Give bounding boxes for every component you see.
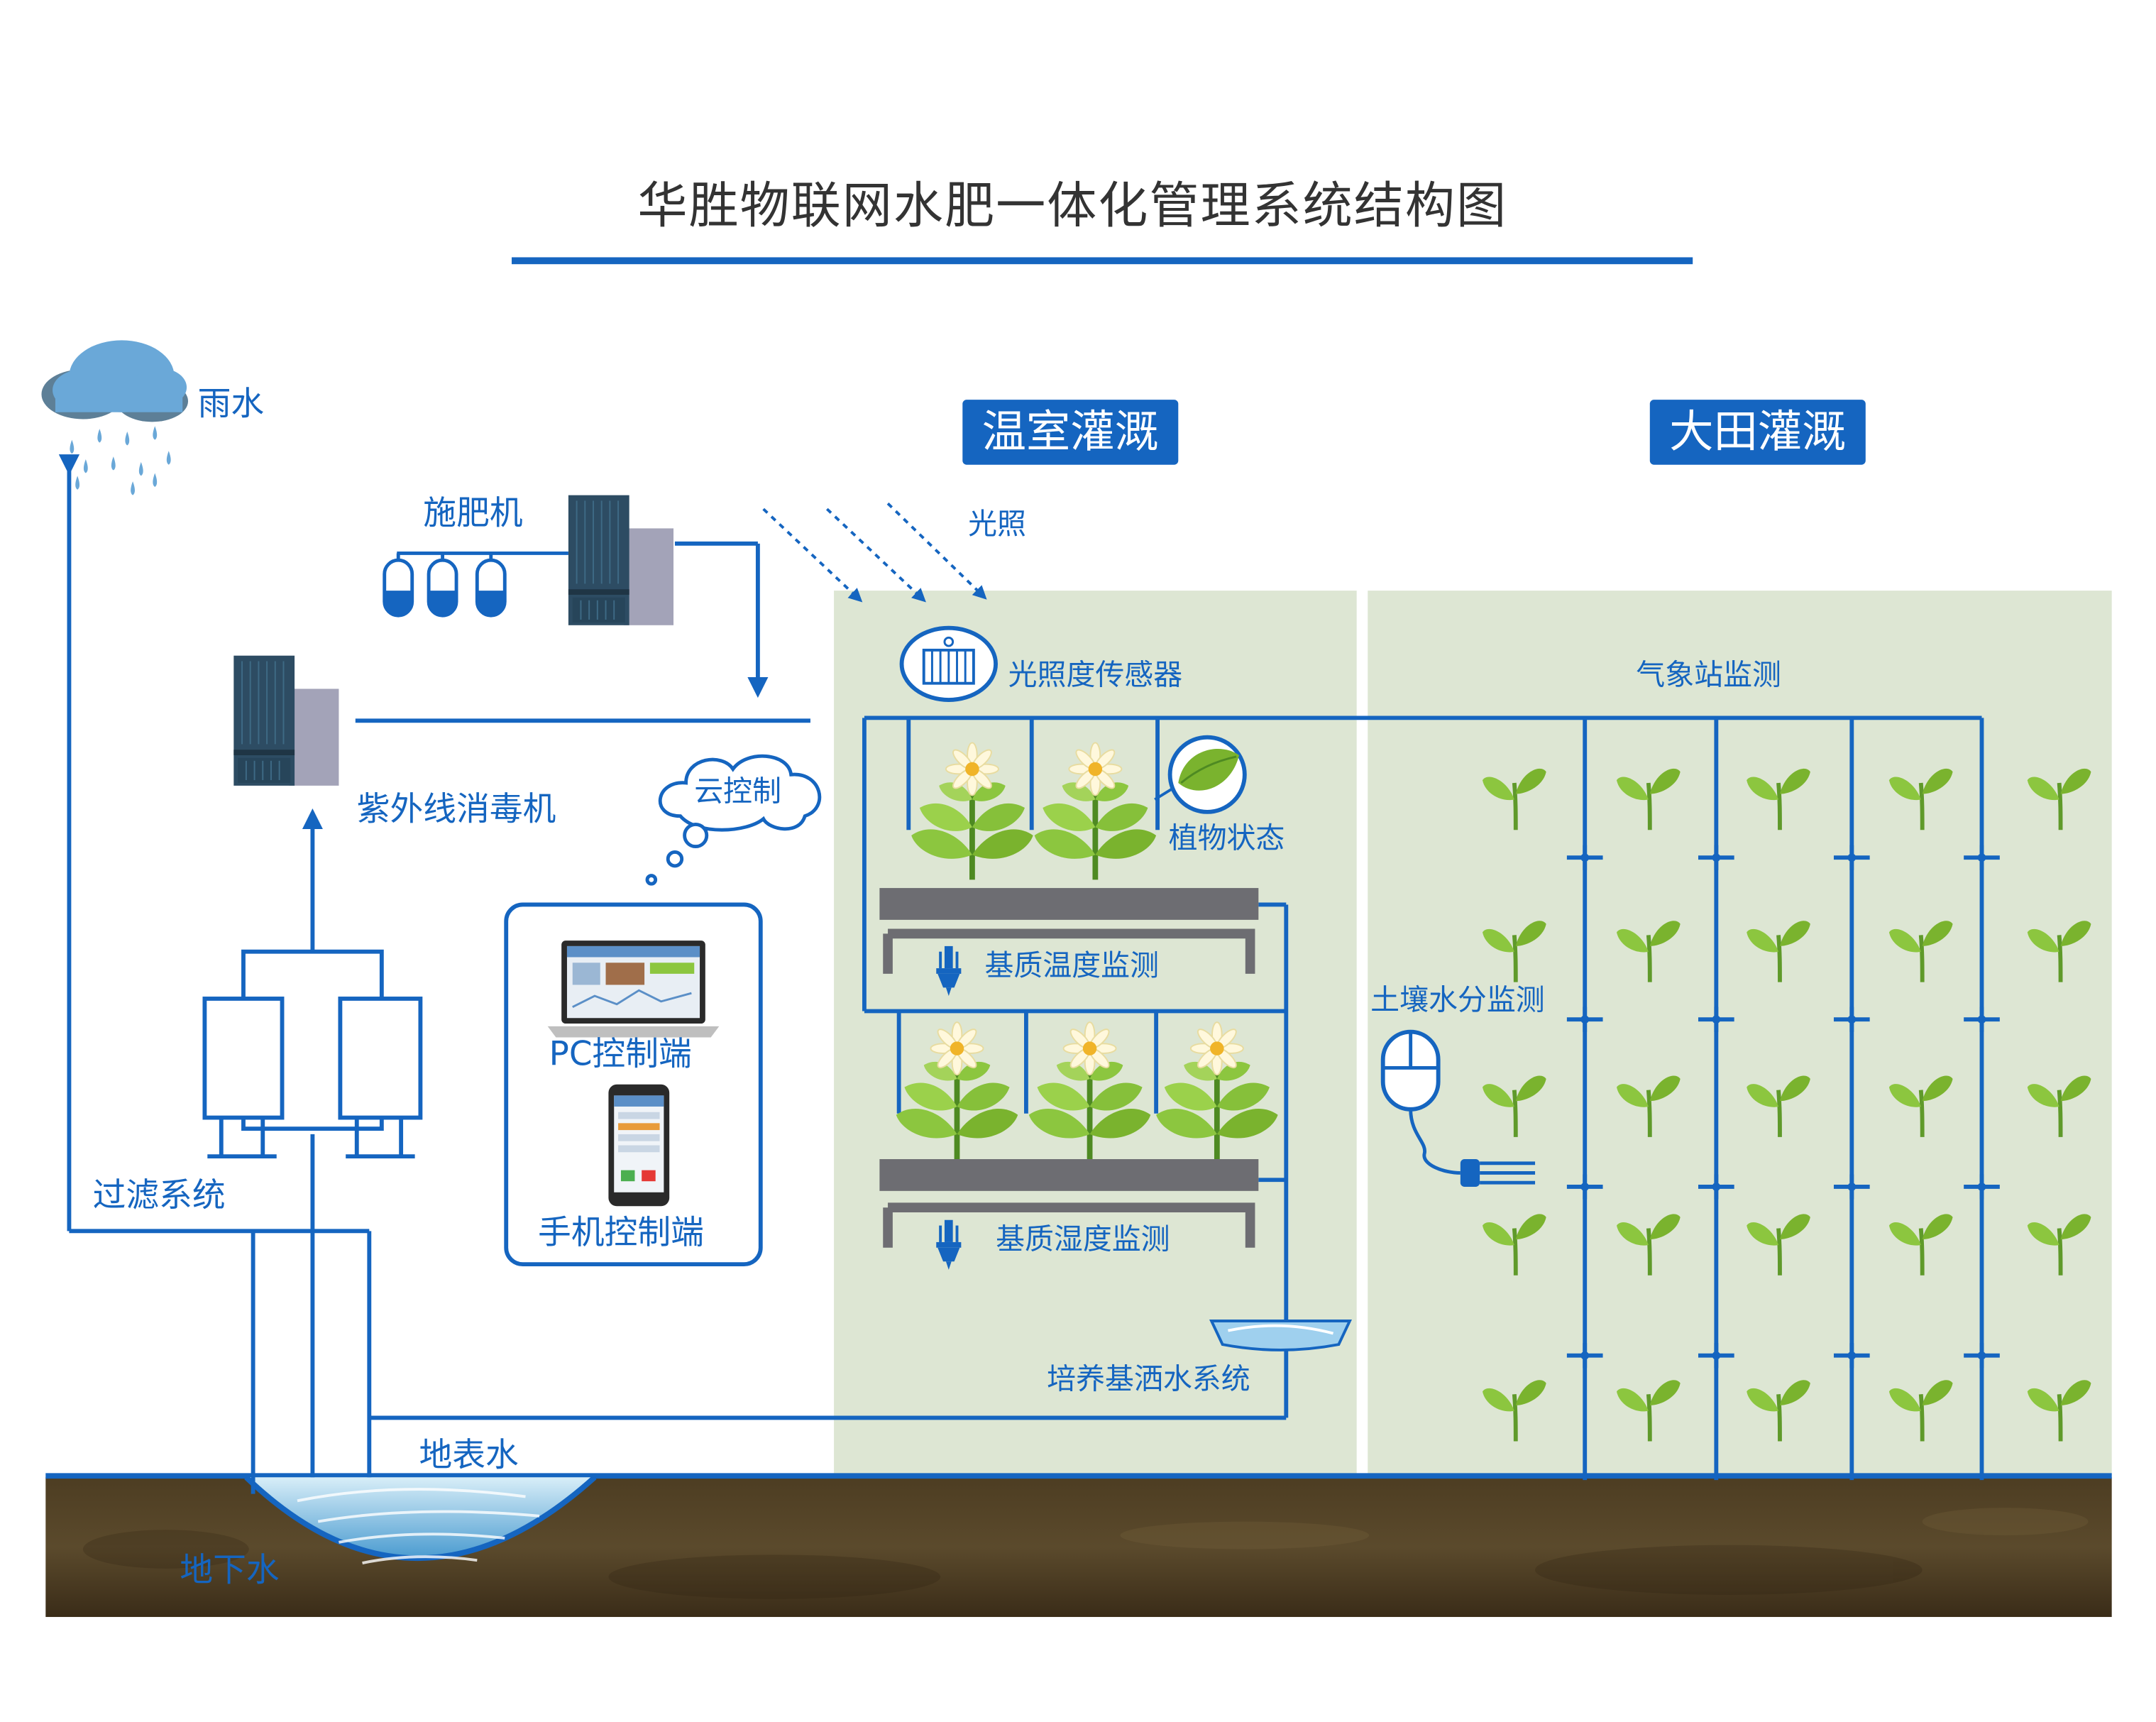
label-plant-status: 植物状态 xyxy=(1168,821,1285,855)
light-rays xyxy=(762,502,987,603)
uv-machine-icon xyxy=(233,654,340,786)
sprinkler-tray-icon xyxy=(1209,1320,1353,1351)
field-panel xyxy=(1368,591,2112,1476)
zone-field-badge: 大田灌溉 xyxy=(1649,400,1866,465)
leaf-icon xyxy=(1167,735,1247,814)
grow-bed-upper xyxy=(879,888,1259,974)
label-light: 光照 xyxy=(968,508,1026,541)
grow-bed-lower xyxy=(879,1159,1259,1248)
light-sensor-icon xyxy=(899,625,998,702)
label-soil-moisture: 土壤水分监测 xyxy=(1370,983,1545,1017)
fertilizer-tank-icon xyxy=(385,560,505,615)
phone-icon xyxy=(608,1084,670,1207)
rain-cloud-icon xyxy=(41,340,189,495)
label-substrate-sprinkler: 培养基洒水系统 xyxy=(1047,1362,1250,1396)
label-rain: 雨水 xyxy=(197,384,265,424)
soil-sensor-icon xyxy=(1380,1029,1536,1187)
zone-greenhouse-badge: 温室灌溉 xyxy=(962,400,1179,465)
filter-icon xyxy=(202,997,423,1159)
label-filter: 过滤系统 xyxy=(92,1175,226,1214)
label-pc: PC控制端 xyxy=(549,1034,692,1074)
label-phone: 手机控制端 xyxy=(538,1213,704,1252)
label-uv: 紫外线消毒机 xyxy=(356,789,556,829)
soil-texture xyxy=(82,1508,2089,1599)
laptop-icon xyxy=(547,940,720,1038)
fertilizer-machine-icon xyxy=(567,494,674,626)
title-underline xyxy=(512,257,1693,265)
label-substrate-humidity: 基质湿度监测 xyxy=(996,1222,1170,1256)
label-groundwater: 地下水 xyxy=(180,1550,280,1590)
label-surface-water: 地表水 xyxy=(419,1435,519,1475)
label-cloud: 云控制 xyxy=(694,774,782,808)
cloud-bubble-icon xyxy=(645,754,822,886)
page-title: 华胜物联网水肥一体化管理系统结构图 xyxy=(637,178,1508,236)
label-fertilizer: 施肥机 xyxy=(423,493,523,533)
label-substrate-temp: 基质温度监测 xyxy=(984,948,1160,982)
label-light-sensor: 光照度传感器 xyxy=(1008,658,1183,692)
label-weather-station: 气象站监测 xyxy=(1636,658,1781,692)
